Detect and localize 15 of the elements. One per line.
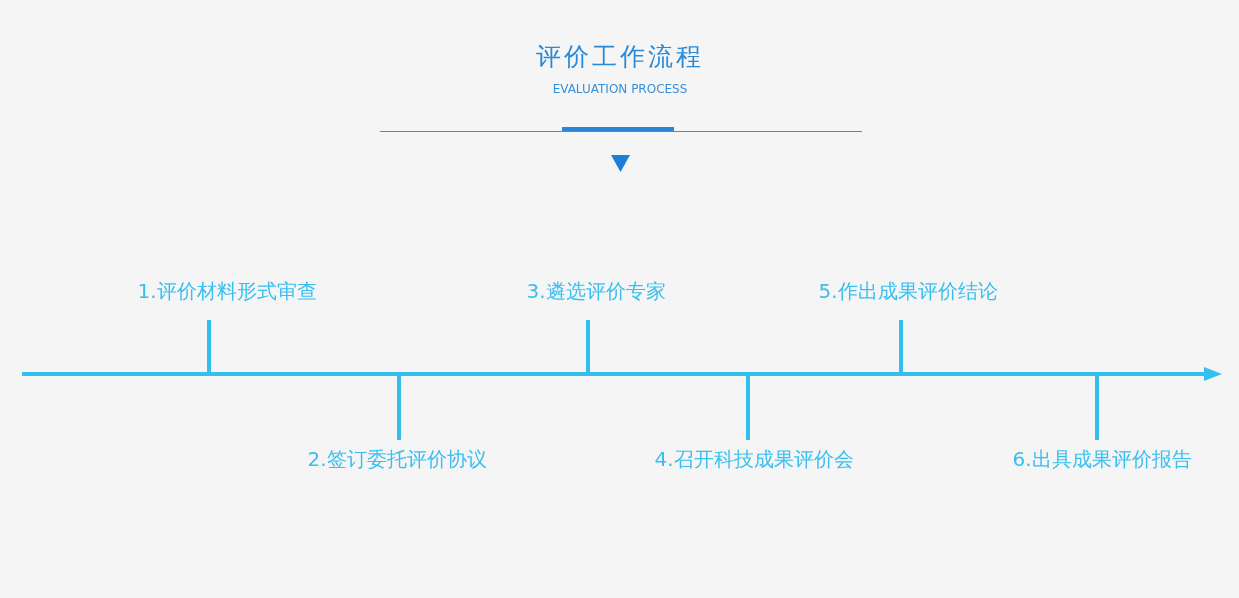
step-label: 3.遴选评价专家 — [526, 278, 666, 305]
timeline-arrow — [22, 366, 1222, 382]
subtitle: EVALUATION PROCESS — [551, 82, 689, 96]
tick-line — [1095, 376, 1099, 440]
tick-line — [899, 320, 903, 372]
step-label: 2.签订委托评价协议 — [307, 446, 487, 473]
tick-line — [586, 320, 590, 372]
tick-line — [397, 376, 401, 440]
step-label: 5.作出成果评价结论 — [818, 278, 998, 305]
step-label: 1.评价材料形式审查 — [137, 278, 317, 305]
title: 评价工作流程 — [535, 41, 705, 73]
step-label: 4.召开科技成果评价会 — [654, 446, 854, 473]
step-label: 6.出具成果评价报告 — [1012, 446, 1192, 473]
tick-line — [746, 376, 750, 440]
tick-line — [207, 320, 211, 372]
